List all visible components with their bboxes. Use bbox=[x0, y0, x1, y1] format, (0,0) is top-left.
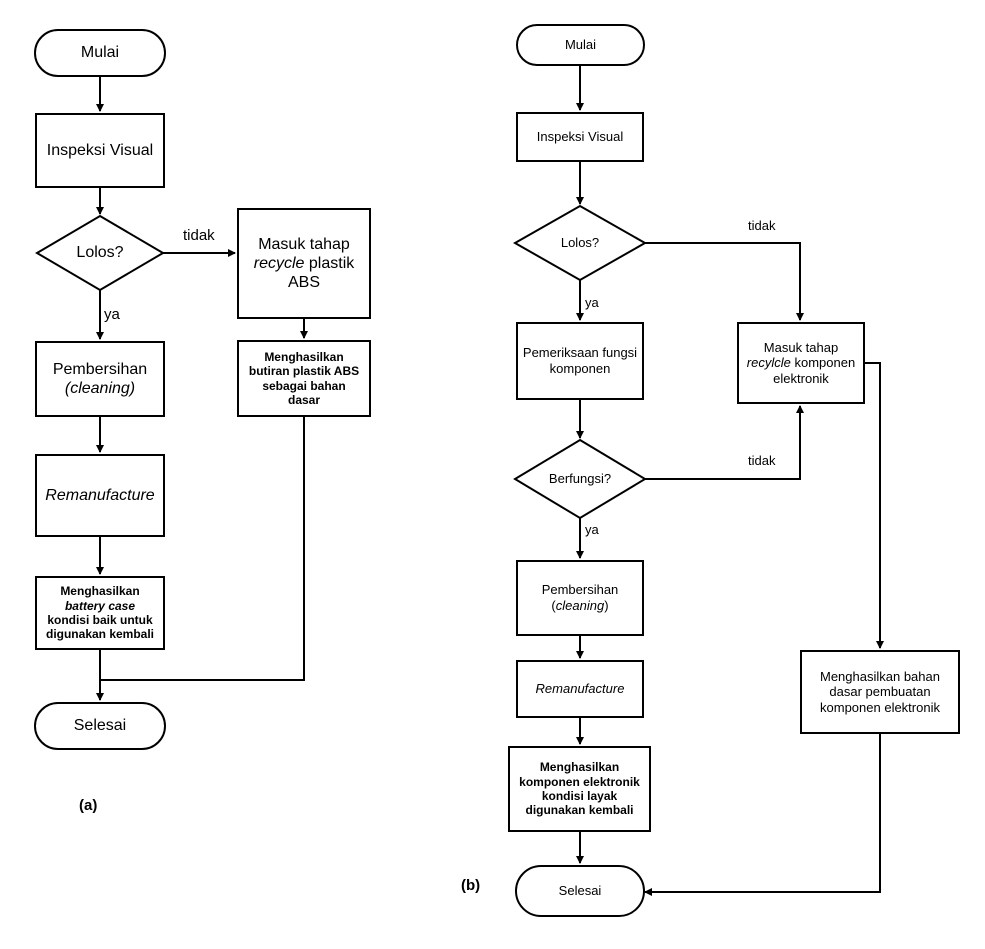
recycle-result-label-b: Menghasilkan bahan dasar pembuatan kompo… bbox=[820, 668, 940, 715]
start-label-a: Mulai bbox=[80, 44, 120, 62]
connectors-a bbox=[96, 77, 308, 701]
end-label-b: Selesai bbox=[558, 883, 602, 899]
inspect-label-a: Inspeksi Visual bbox=[46, 141, 154, 159]
result-text-a: Menghasilkan battery case kondisi baik u… bbox=[45, 584, 155, 642]
yes-label-decision2-b: ya bbox=[585, 522, 599, 537]
reman-label-a: Remanufacture bbox=[45, 486, 155, 504]
recycle-result-box-b: Menghasilkan bahan dasar pembuatan kompo… bbox=[800, 650, 960, 734]
check-label-b: Pemeriksaan fungsi komponen bbox=[522, 345, 638, 376]
inspect-box-b: Inspeksi Visual bbox=[516, 112, 644, 162]
check-box-b: Pemeriksaan fungsi komponen bbox=[516, 322, 644, 400]
connector-recycle-result-to-end-a bbox=[100, 417, 305, 681]
decision1-label-b: Lolos? bbox=[560, 235, 600, 251]
no-label-decision1-b: tidak bbox=[748, 218, 776, 233]
recycle-text-b: Masuk tahap recylcle komponen elektronik bbox=[746, 339, 856, 386]
reman-box-b: Remanufacture bbox=[516, 660, 644, 718]
result-box-a: Menghasilkan battery case kondisi baik u… bbox=[35, 576, 165, 650]
clean-box-a: Pembersihan (cleaning) bbox=[35, 341, 165, 417]
no-label-decision2-b: tidak bbox=[748, 453, 776, 468]
end-label-a: Selesai bbox=[73, 717, 127, 735]
connector-decision1-no-b bbox=[645, 242, 804, 321]
reman-box-a: Remanufacture bbox=[35, 454, 165, 537]
connector-recycle-result-to-end-b bbox=[644, 734, 881, 896]
recycle-box-a: Masuk tahap recycle plastik ABS bbox=[237, 208, 371, 319]
clean-text-b: Pembersihan(cleaning) bbox=[541, 582, 619, 613]
panel-label-a: (a) bbox=[79, 797, 98, 814]
yes-label-a: ya bbox=[104, 306, 120, 323]
yes-label-decision1-b: ya bbox=[585, 295, 599, 310]
end-node-b: Selesai bbox=[515, 865, 645, 917]
start-node-a: Mulai bbox=[34, 29, 166, 77]
recycle-result-label-a: Menghasilkan butiran plastik ABS sebagai… bbox=[248, 349, 360, 407]
recycle-box-b: Masuk tahap recylcle komponen elektronik bbox=[737, 322, 865, 404]
connectors-b bbox=[576, 66, 884, 896]
no-label-a: tidak bbox=[183, 227, 215, 244]
decision2-label-b: Berfungsi? bbox=[548, 471, 612, 487]
end-node-a: Selesai bbox=[34, 702, 166, 750]
result-box-b: Menghasilkan komponen elektronik kondisi… bbox=[508, 746, 651, 832]
reman-label-b: Remanufacture bbox=[535, 681, 625, 697]
connector-recycle-to-result-b bbox=[865, 362, 884, 649]
clean-box-b: Pembersihan(cleaning) bbox=[516, 560, 644, 636]
recycle-result-box-a: Menghasilkan butiran plastik ABS sebagai… bbox=[237, 340, 371, 417]
clean-text-a: Pembersihan (cleaning) bbox=[52, 360, 148, 397]
recycle-text-a: Masuk tahap recycle plastik ABS bbox=[253, 235, 355, 292]
result-label-b: Menghasilkan komponen elektronik kondisi… bbox=[519, 760, 640, 818]
decision-label-a: Lolos? bbox=[76, 244, 124, 262]
inspect-box-a: Inspeksi Visual bbox=[35, 113, 165, 188]
start-label-b: Mulai bbox=[564, 37, 597, 53]
panel-label-b: (b) bbox=[461, 877, 481, 894]
inspect-label-b: Inspeksi Visual bbox=[536, 129, 624, 145]
start-node-b: Mulai bbox=[516, 24, 645, 66]
connector-decision2-no-b bbox=[645, 405, 804, 480]
